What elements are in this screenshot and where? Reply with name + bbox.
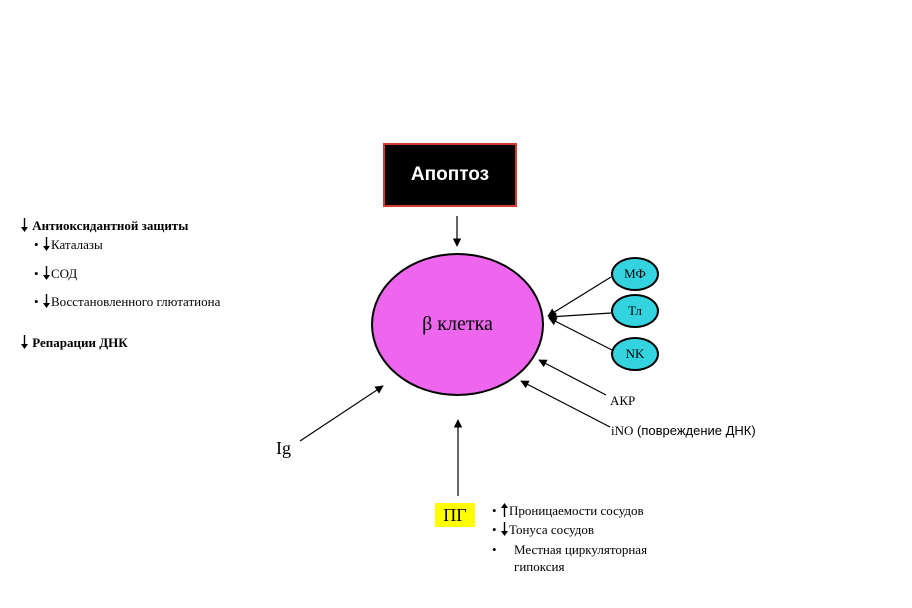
pg-box: ПГ: [435, 503, 475, 527]
antioxidant-item-2: • СОД: [34, 266, 77, 282]
beta-cell: β клетка: [371, 253, 544, 396]
down-arrow-icon: [43, 237, 50, 251]
antioxidant-heading: Антиоксидантной защиты: [20, 218, 188, 234]
down-arrow-icon: [501, 522, 508, 536]
antioxidant-item-text: СОД: [51, 266, 78, 281]
pg-effect-3-cont: гипоксия: [514, 559, 565, 574]
ino-arrow: [520, 380, 611, 428]
bullet-icon: •: [492, 542, 497, 557]
mf-arrow: [547, 276, 612, 317]
bullet-icon: •: [492, 522, 497, 537]
ino-prefix: iNO: [611, 423, 634, 438]
beta-cell-label: β клетка: [422, 313, 493, 335]
pg-effect-text: Проницаемости сосудов: [509, 503, 644, 518]
down-arrow-icon: [21, 335, 28, 349]
pg-effect-1: • Проницаемости сосудов: [492, 503, 644, 519]
akr-label: АКР: [610, 393, 636, 408]
ino-suffix: (повреждение ДНК): [633, 423, 756, 438]
ig-label: Ig: [276, 438, 291, 458]
repair-heading: Репарации ДНК: [20, 335, 128, 351]
up-arrow-icon: [501, 503, 508, 517]
down-arrow-icon: [43, 266, 50, 280]
pg-effect-text: Тонуса сосудов: [509, 522, 594, 537]
tl-arrow: [548, 312, 612, 321]
mf-oval: МФ: [611, 257, 659, 291]
bullet-icon: •: [492, 503, 497, 518]
bullet-icon: •: [34, 294, 39, 309]
apoptosis-box: Апоптоз: [383, 143, 517, 207]
bullet-icon: •: [34, 237, 39, 252]
antioxidant-item-3: • Восстановленного глютатиона: [34, 294, 220, 310]
mf-label: МФ: [624, 266, 646, 281]
down-arrow-icon: [21, 218, 28, 232]
repair-heading-text: Репарации ДНК: [32, 335, 128, 350]
ig-arrow: [299, 385, 384, 442]
nk-arrow: [548, 317, 613, 351]
tl-oval: Тл: [611, 294, 659, 328]
tl-label: Тл: [628, 303, 642, 318]
pg-effect-text: Местная циркуляторная: [514, 542, 648, 557]
akr-arrow: [538, 359, 607, 396]
down-arrow-icon: [43, 294, 50, 308]
antioxidant-item-text: Восстановленного глютатиона: [51, 294, 221, 309]
pg-label: ПГ: [443, 504, 467, 525]
pg-effect-3: • Местная циркуляторная: [492, 542, 647, 558]
antioxidant-item-1: • Каталазы: [34, 237, 103, 253]
nk-label: NK: [625, 346, 645, 361]
pg-effect-2: • Тонуса сосудов: [492, 522, 594, 538]
antioxidant-item-text: Каталазы: [51, 237, 103, 252]
antioxidant-heading-text: Антиоксидантной защиты: [32, 218, 189, 233]
bullet-icon: •: [34, 266, 39, 281]
ino-label: iNO (повреждение ДНК): [611, 423, 756, 439]
nk-oval: NK: [611, 337, 659, 371]
